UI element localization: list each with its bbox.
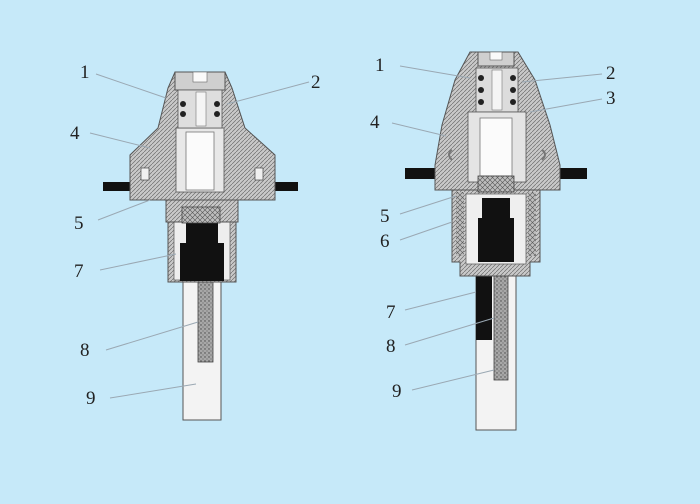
right-label-8: 8 xyxy=(386,336,396,357)
right-label-9: 9 xyxy=(392,381,402,402)
right-seal xyxy=(478,218,514,262)
left-label-4: 4 xyxy=(70,123,80,144)
left-label-8: 8 xyxy=(80,340,90,361)
left-conductor xyxy=(197,281,214,363)
left-label-1: 1 xyxy=(80,62,90,83)
left-label-5: 5 xyxy=(74,213,84,234)
right-conductor xyxy=(493,271,509,381)
right-jacket xyxy=(476,262,492,340)
right-assembly xyxy=(405,51,587,431)
right-label-5: 5 xyxy=(380,206,390,227)
labels-right: 1 2 3 4 5 6 7 8 9 xyxy=(370,55,616,402)
left-seal xyxy=(180,243,224,281)
left-label-9: 9 xyxy=(86,388,96,409)
right-label-1: 1 xyxy=(375,55,385,76)
left-connector xyxy=(181,206,221,224)
right-label-4: 4 xyxy=(370,112,380,133)
left-assembly xyxy=(103,71,298,421)
left-label-7: 7 xyxy=(74,261,84,282)
right-connector xyxy=(477,175,515,193)
right-label-6: 6 xyxy=(380,231,390,252)
labels-left: 1 2 4 5 7 8 9 xyxy=(70,62,321,409)
right-label-2: 2 xyxy=(606,63,616,84)
right-label-7: 7 xyxy=(386,302,396,323)
left-label-2: 2 xyxy=(311,72,321,93)
leader-lines xyxy=(89,65,603,399)
right-label-3: 3 xyxy=(606,88,616,109)
